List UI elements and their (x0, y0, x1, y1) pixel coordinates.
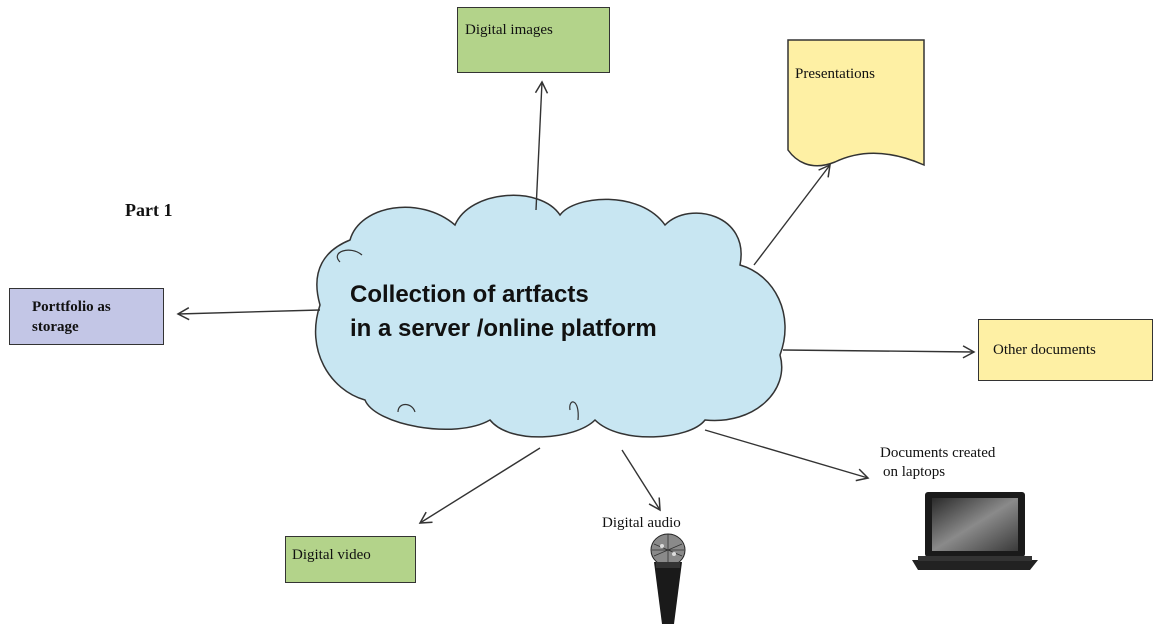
node-digital-images-label: Digital images (465, 22, 553, 38)
node-portfolio-line2: storage (32, 319, 79, 335)
node-digital-audio-label: Digital audio (602, 515, 681, 531)
node-other-documents: Other documents (978, 319, 1153, 381)
node-laptop-line1: Documents created (880, 445, 996, 461)
arrow-to-digital-images (534, 80, 549, 211)
node-digital-video-label: Digital video (292, 547, 371, 563)
node-laptop-line2: on laptops (883, 464, 946, 480)
arrow-to-other-documents (782, 345, 976, 359)
center-title: Collection of artfacts in a server /onli… (350, 278, 657, 346)
part-label: Part 1 (125, 200, 173, 220)
node-portfolio: Porttfolio as storage (9, 288, 164, 345)
laptop-icon (912, 492, 1038, 570)
center-title-line2: in a server /online platform (350, 315, 657, 342)
node-portfolio-line1: Porttfolio as (32, 299, 111, 315)
node-other-documents-label: Other documents (993, 342, 1096, 358)
arrow-to-presentations (753, 163, 831, 266)
node-digital-images: Digital images (457, 7, 610, 73)
presentations-shape (787, 39, 925, 167)
cloud-inner-loop (569, 401, 579, 421)
arrow-to-digital-video (418, 447, 541, 524)
center-title-line1: Collection of artfacts (350, 281, 589, 308)
arrow-to-digital-audio (621, 449, 661, 512)
cloud-inner-loop (397, 403, 416, 413)
arrow-to-portfolio (176, 307, 321, 321)
arrow-to-laptop (704, 429, 870, 482)
cloud-shape (314, 194, 786, 438)
node-presentations-label: Presentations (795, 66, 875, 82)
microphone-icon (650, 533, 686, 624)
cloud-inner-loop (336, 249, 363, 263)
node-laptop-caption: Documents created on laptops (880, 444, 995, 482)
node-digital-video: Digital video (285, 536, 416, 583)
